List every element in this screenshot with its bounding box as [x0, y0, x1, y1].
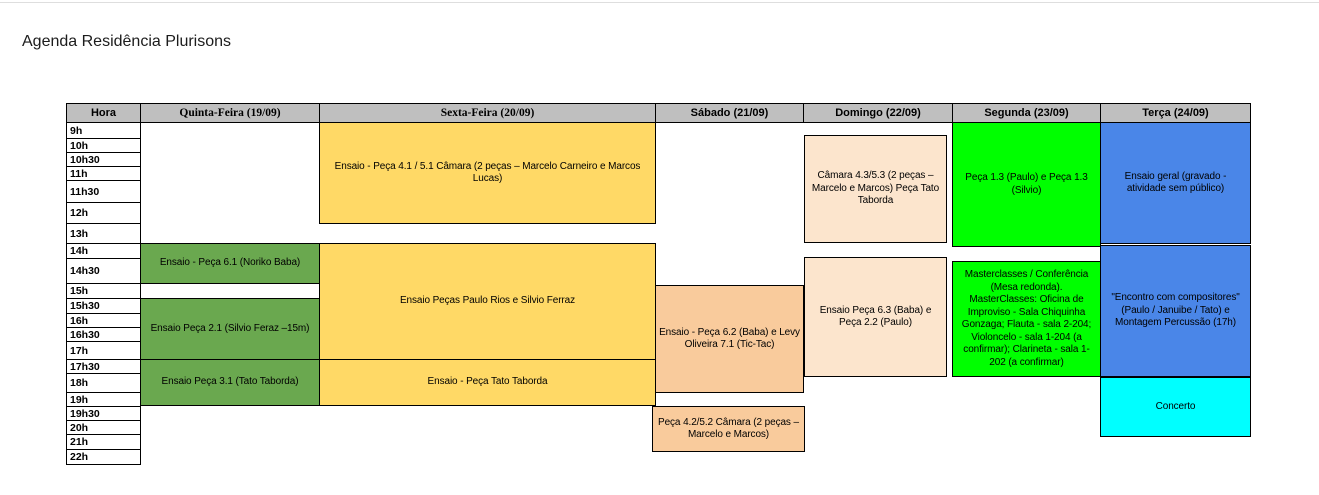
hour-cell-15h30: 15h30	[66, 298, 141, 314]
agenda-event-quinta: Ensaio - Peça 6.1 (Noriko Baba)	[140, 243, 320, 284]
column-header-segunda: Segunda (23/09)	[952, 103, 1101, 123]
hour-cell-11h: 11h	[66, 166, 141, 181]
hour-cell-20h: 20h	[66, 420, 141, 435]
top-divider	[0, 2, 1319, 3]
agenda-event-terca: Concerto	[1100, 377, 1251, 437]
hour-cell-17h: 17h	[66, 341, 141, 360]
agenda-event-domingo: Ensaio Peça 6.3 (Baba) e Peça 2.2 (Paulo…	[804, 257, 947, 377]
hour-cell-10h: 10h	[66, 138, 141, 153]
agenda-event-terca: "Encontro com compositores" (Paulo / Jan…	[1100, 245, 1251, 377]
agenda-event-quinta: Ensaio Peça 3.1 (Tato Taborda)	[140, 359, 320, 406]
column-header-hora: Hora	[66, 103, 141, 123]
hour-cell-11h30: 11h30	[66, 180, 141, 203]
hour-cell-22h: 22h	[66, 449, 141, 465]
column-header-sabado: Sábado (21/09)	[655, 103, 804, 123]
hour-cell-19h: 19h	[66, 392, 141, 407]
column-header-quinta: Quinta-Feira (19/09)	[140, 103, 320, 123]
hour-cell-17h30: 17h30	[66, 359, 141, 374]
column-header-terca: Terça (24/09)	[1100, 103, 1251, 123]
agenda-event-sabado: Ensaio - Peça 6.2 (Baba) e Levy Oliveira…	[655, 285, 804, 393]
hour-cell-16h30: 16h30	[66, 327, 141, 342]
agenda-event-quinta: Ensaio Peça 2.1 (Silvio Feraz –15m)	[140, 298, 320, 360]
agenda-event-sabado: Peça 4.2/5.2 Câmara (2 peças – Marcelo e…	[652, 406, 805, 452]
hour-cell-13h: 13h	[66, 223, 141, 244]
column-header-sexta: Sexta-Feira (20/09)	[319, 103, 656, 123]
agenda-event-segunda: Peça 1.3 (Paulo) e Peça 1.3 (Silvio)	[952, 122, 1101, 247]
hour-cell-16h: 16h	[66, 313, 141, 328]
agenda-event-sexta: Ensaio - Peça 4.1 / 5.1 Câmara (2 peças …	[319, 122, 656, 224]
hour-cell-15h: 15h	[66, 283, 141, 299]
agenda-event-terca: Ensaio geral (gravado - atividade sem pú…	[1100, 122, 1251, 244]
hour-cell-14h30: 14h30	[66, 258, 141, 284]
agenda-event-sexta: Ensaio Peças Paulo Rios e Silvio Ferraz	[319, 243, 656, 360]
hour-cell-19h30: 19h30	[66, 406, 141, 421]
agenda-event-sexta: Ensaio - Peça Tato Taborda	[319, 359, 656, 406]
hour-cell-18h: 18h	[66, 373, 141, 393]
column-header-domingo: Domingo (22/09)	[803, 103, 953, 123]
agenda-event-domingo: Câmara 4.3/5.3 (2 peças – Marcelo e Marc…	[804, 135, 947, 243]
hour-cell-12h: 12h	[66, 202, 141, 224]
agenda-event-segunda: Masterclasses / Conferência (Mesa redond…	[952, 261, 1101, 377]
hour-cell-21h: 21h	[66, 434, 141, 450]
hour-cell-14h: 14h	[66, 243, 141, 259]
hour-cell-9h: 9h	[66, 122, 141, 139]
page-title: Agenda Residência Plurisons	[22, 33, 232, 50]
hour-cell-10h30: 10h30	[66, 152, 141, 167]
